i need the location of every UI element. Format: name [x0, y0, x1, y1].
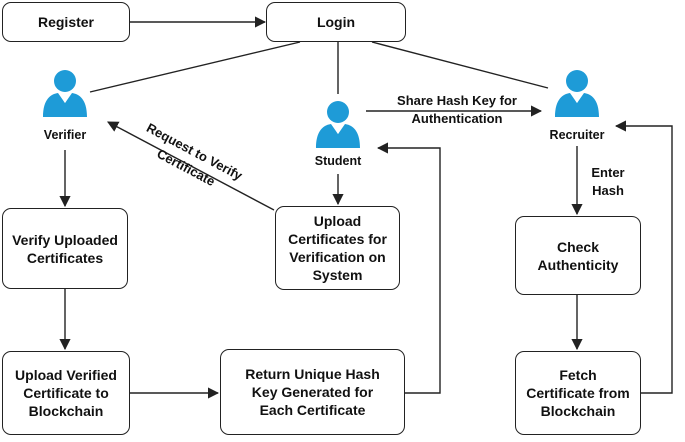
share-hash-label: Share Hash Key for Authentication — [397, 93, 517, 126]
check-authenticity-node: Check Authenticity — [515, 216, 641, 295]
upload-verified-node: Upload Verified Certificate to Blockchai… — [2, 351, 130, 435]
verifier-label: Verifier — [43, 128, 87, 142]
edge-fetch-recruiter — [614, 120, 673, 394]
student-actor-icon — [316, 101, 360, 148]
edge-request-verify — [107, 121, 275, 211]
register-node: Register — [2, 2, 130, 42]
verifier-actor-icon — [43, 70, 87, 117]
edge-login-verifier — [89, 41, 301, 93]
student-label: Student — [314, 154, 362, 168]
enter-hash-label: Enter Hash — [591, 165, 625, 198]
return-hash-node: Return Unique Hash Key Generated for Eac… — [220, 349, 405, 435]
upload-certificates-node: Upload Certificates for Verification on … — [275, 206, 400, 290]
recruiter-label: Recruiter — [549, 128, 605, 142]
recruiter-actor-icon — [555, 70, 599, 117]
edge-login-recruiter — [371, 41, 549, 89]
fetch-certificate-node: Fetch Certificate from Blockchain — [515, 351, 641, 435]
edge-return-hash-student — [376, 142, 441, 394]
login-node: Login — [266, 2, 406, 42]
verify-uploaded-node: Verify Uploaded Certificates — [2, 208, 128, 289]
